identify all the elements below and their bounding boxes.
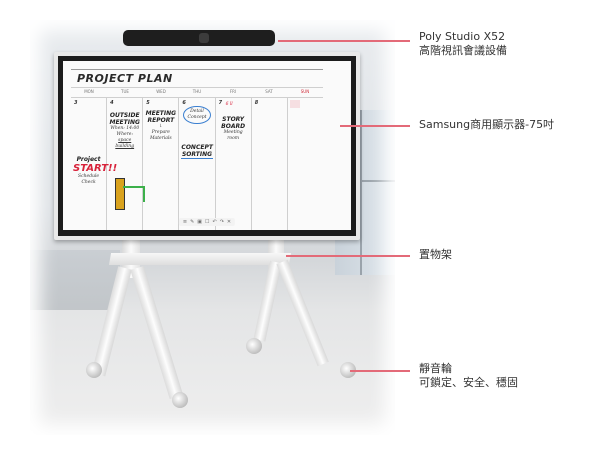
plan-title: PROJECT PLAN (77, 72, 173, 85)
note-story-board: STORY BOARD Meeting room (221, 116, 246, 141)
video-bar-camera (123, 30, 275, 46)
callout-wheels-desc: 可鎖定、安全、穩固 (419, 376, 518, 389)
note-mark: 6 ll (225, 102, 233, 107)
tower-doodle (115, 178, 126, 210)
caster-wheel (340, 362, 356, 378)
calendar-columns: 3 Project START!! Schedule Check 4 OUTSI… (71, 97, 323, 230)
caster-wheel (172, 392, 188, 408)
select-icon: ☐ (205, 219, 210, 225)
save-icon: ▣ (197, 219, 203, 225)
redo-icon: ↷ (219, 219, 224, 225)
col-sat: 8 (252, 98, 288, 230)
close-icon: ✕ (226, 219, 232, 225)
day-thu: THU (192, 89, 202, 94)
callout-display-title: Samsung商用顯示器-75吋 (419, 118, 555, 131)
callout-wheels: 靜音輪 可鎖定、安全、穩固 (419, 362, 518, 390)
note-concept-sorting: CONCEPT SORTING (181, 144, 213, 159)
day-fri: FRI (229, 89, 237, 94)
day-tue: TUE (121, 89, 129, 94)
callout-camera: Poly Studio X52 高階視訊會議設備 (419, 30, 507, 58)
note-outside-meeting: OUTSIDE MEETING When: 14:00 Where: space… (109, 112, 140, 149)
callout-camera-title: Poly Studio X52 (419, 30, 506, 43)
storage-shelf (108, 253, 292, 265)
camera-lens-icon (199, 33, 209, 43)
menu-icon: ≡ (182, 219, 188, 225)
callout-line-shelf (286, 255, 410, 257)
callout-shelf-title: 置物架 (419, 248, 452, 261)
caster-wheel (86, 362, 102, 378)
caster-wheel (246, 338, 262, 354)
callout-line-camera (278, 40, 410, 42)
col-wed: 5 MEETING REPORT ↓ Prepare Materials (143, 98, 180, 230)
whiteboard-toolbar: ≡ ✎ ▣ ☐ ↶ ↷ ✕ (178, 218, 236, 226)
col-sun (288, 98, 323, 230)
samsung-display: PROJECT PLAN MON TUE WED THU FRI SAT SUN… (54, 52, 360, 240)
day-sun: SUN (300, 89, 310, 94)
note-detail-concept: Detail Concept (183, 106, 211, 124)
col-fri: 7 6 ll STORY BOARD Meeting room (216, 98, 252, 230)
col-thu: 6 Detail Concept CONCEPT SORTING (179, 98, 216, 230)
whiteboard-screen: PROJECT PLAN MON TUE WED THU FRI SAT SUN… (63, 61, 351, 230)
day-mon: MON (84, 89, 94, 94)
background-chairs (30, 250, 120, 310)
weekday-header: MON TUE WED THU FRI SAT SUN (71, 89, 323, 94)
edit-icon: ✎ (190, 219, 195, 225)
callout-line-wheels (350, 370, 410, 372)
map-doodle (123, 186, 146, 202)
col-mon: 3 Project START!! Schedule Check (71, 98, 118, 230)
note-project-start: Project START!! Schedule Check (73, 156, 118, 185)
note-meeting-report: MEETING REPORT ↓ Prepare Materials (145, 110, 177, 141)
callout-wheels-title: 靜音輪 (419, 362, 452, 375)
callout-camera-desc: 高階視訊會議設備 (419, 44, 507, 57)
callout-display: Samsung商用顯示器-75吋 (419, 118, 554, 132)
undo-icon: ↶ (212, 219, 217, 225)
day-sat: SAT (265, 89, 273, 94)
day-wed: WED (156, 89, 166, 94)
callout-line-display (340, 125, 410, 127)
callout-shelf: 置物架 (419, 248, 452, 262)
col-tue: 4 OUTSIDE MEETING When: 14:00 Where: spa… (107, 98, 146, 230)
